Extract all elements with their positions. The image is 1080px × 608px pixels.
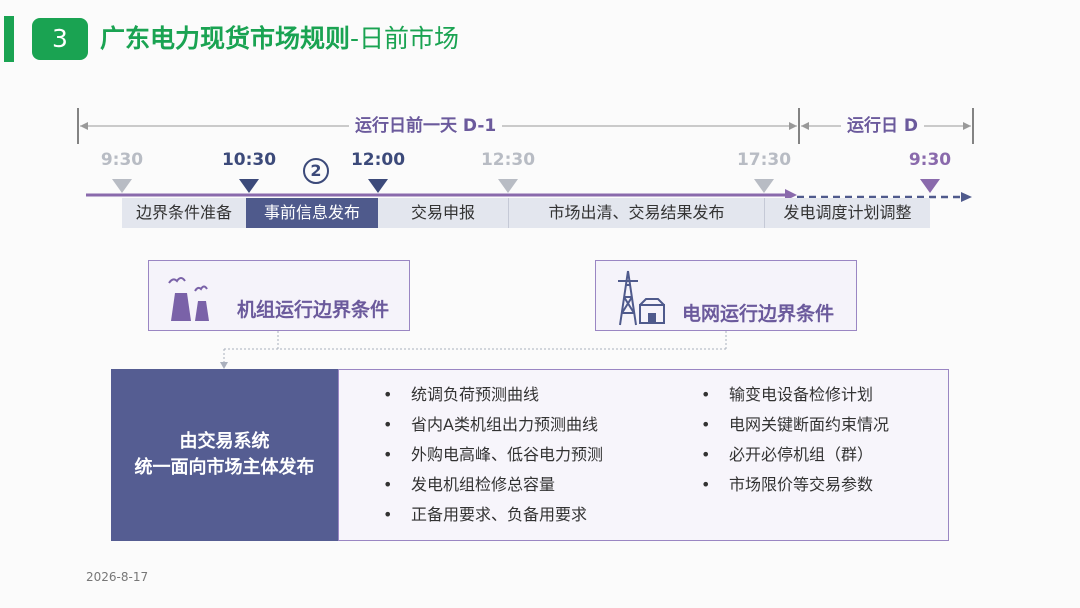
list-item: • 必开必停机组（群） (701, 440, 889, 470)
title-subtitle: 日前市场 (359, 24, 460, 53)
time-label-1200: 12:00 (350, 150, 406, 170)
release-line-1: 由交易系统 (179, 431, 270, 452)
footer-date: 2026-8-17 (86, 570, 149, 584)
span-day-left-arrow (801, 122, 809, 130)
grid-boundary-card: 电网运行边界条件 (595, 260, 857, 331)
list-item: • 市场限价等交易参数 (701, 470, 889, 500)
bullet: • (383, 445, 393, 464)
bullet: • (383, 415, 393, 434)
segment-dispatch-adjust: 发电调度计划调整 (765, 198, 930, 228)
segment-boundary-prep: 边界条件准备 (122, 198, 246, 228)
left-item-list: • 统调负荷预测曲线 • 省内A类机组出力预测曲线 • 外购电高峰、低谷电力预测 • 发… (383, 380, 603, 530)
release-line-2: 统一面向市场主体发布 (134, 457, 315, 478)
span-before-right-arrow (789, 122, 797, 130)
time-label-1030: 10:30 (221, 150, 277, 170)
segment-bidding: 交易申报 (378, 198, 509, 228)
item-text: 省内A类机组出力预测曲线 (411, 415, 598, 434)
bullet: • (701, 445, 711, 464)
bullet: • (701, 475, 711, 494)
time-label-1230: 12:30 (480, 150, 536, 170)
step-number: 2 (310, 161, 322, 180)
title-separator: - (350, 24, 360, 53)
list-item: • 外购电高峰、低谷电力预测 (383, 440, 603, 470)
release-items-block: • 统调负荷预测曲线 • 省内A类机组出力预测曲线 • 外购电高峰、低谷电力预测 • 发… (338, 369, 949, 541)
accent-bar (4, 16, 14, 62)
item-text: 市场限价等交易参数 (729, 475, 874, 494)
step-circle (303, 158, 329, 184)
transmission-tower-icon (618, 270, 665, 326)
timeline-dashed-arrowhead (961, 192, 972, 202)
item-text: 发电机组检修总容量 (411, 475, 556, 494)
span-day-right-arrow (963, 122, 971, 130)
section-number: 3 (32, 18, 88, 60)
segment-pre-info-release: 事前信息发布 (246, 198, 378, 228)
time-marker-1200 (368, 179, 388, 193)
right-item-list: • 输变电设备检修计划 • 电网关键断面约束情况 • 必开必停机组（群） • 市场限价等… (701, 380, 889, 500)
item-text: 外购电高峰、低谷电力预测 (411, 445, 604, 464)
list-item: • 统调负荷预测曲线 (383, 380, 603, 410)
bullet: • (383, 385, 393, 404)
span-day-label: 运行日 D (841, 115, 925, 137)
bullet: • (701, 415, 711, 434)
segment-clearing-result: 市场出清、交易结果发布 (509, 198, 765, 228)
grid-boundary-label: 电网运行边界条件 (682, 303, 835, 325)
span-before-left-arrow (80, 122, 88, 130)
page-title: 广东电力现货市场规则-日前市场 (100, 20, 459, 58)
time-label-d-0930: 9:30 (908, 150, 952, 170)
time-label-1730: 17:30 (736, 150, 792, 170)
item-text: 必开必停机组（群） (729, 445, 874, 464)
unit-boundary-card: 机组运行边界条件 (148, 260, 410, 331)
time-marker-1230 (498, 179, 518, 193)
list-item: • 发电机组检修总容量 (383, 470, 603, 500)
list-item: • 正备用要求、负备用要求 (383, 500, 603, 530)
bullet: • (383, 475, 393, 494)
unit-boundary-label: 机组运行边界条件 (237, 299, 390, 321)
time-marker-1730 (754, 179, 774, 193)
list-item: • 省内A类机组出力预测曲线 (383, 410, 603, 440)
item-text: 统调负荷预测曲线 (411, 385, 540, 404)
item-text: 输变电设备检修计划 (729, 385, 874, 404)
list-item: • 输变电设备检修计划 (701, 380, 889, 410)
bullet: • (701, 385, 711, 404)
bullet: • (383, 505, 393, 524)
power-plant-icon (168, 277, 209, 321)
release-system-block: 由交易系统 统一面向市场主体发布 (111, 369, 338, 541)
list-item: • 电网关键断面约束情况 (701, 410, 889, 440)
span-before-label: 运行日前一天 D-1 (349, 115, 503, 137)
title-main: 广东电力现货市场规则 (100, 24, 351, 53)
time-marker-1030 (239, 179, 259, 193)
time-marker-d-0930 (920, 179, 940, 193)
item-text: 正备用要求、负备用要求 (411, 505, 588, 524)
time-marker-0930 (112, 179, 132, 193)
connector-arrowhead (220, 362, 228, 369)
time-label-0930: 9:30 (100, 150, 144, 170)
item-text: 电网关键断面约束情况 (729, 415, 890, 434)
